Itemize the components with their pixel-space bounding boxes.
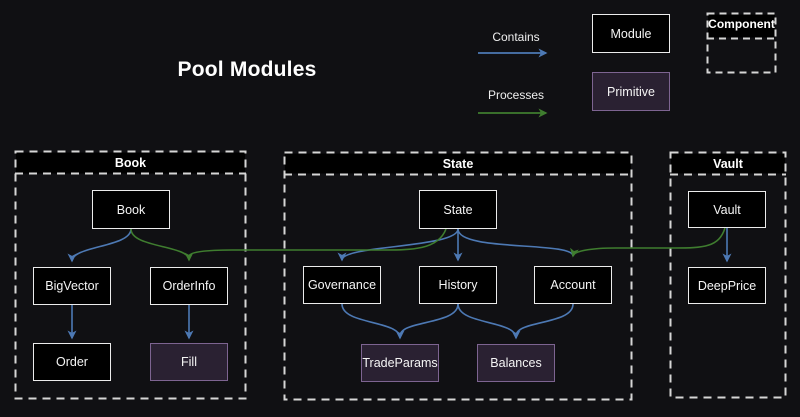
node-orderinfo: OrderInfo [150, 267, 228, 305]
node-vault: Vault [688, 191, 766, 228]
edge-state-account [457, 228, 574, 257]
container-vault-title: Vault [713, 157, 743, 171]
container-state-frame [283, 151, 633, 401]
legend-processes-label: Processes [487, 88, 545, 102]
edge-state-orderinfo [188, 228, 447, 257]
edge-governance-tradeparams [341, 303, 405, 340]
edge-account-balances [515, 303, 574, 337]
legend-contains-label: Contains [492, 30, 540, 44]
edge-state-governance [337, 228, 459, 262]
node-history: History [419, 266, 497, 304]
edge-book-bigvector [67, 228, 132, 263]
edge-history-tradeparams [399, 303, 459, 337]
node-state: State [419, 190, 497, 229]
page-title: Pool Modules [177, 58, 317, 81]
container-book-title: Book [114, 156, 147, 170]
node-balances: Balances [477, 344, 555, 382]
container-vault-frame [669, 151, 787, 399]
legend-component-frame [706, 12, 777, 74]
node-deepprice: DeepPrice [688, 267, 766, 304]
edge-history-balances [457, 303, 521, 340]
container-state-title: State [442, 157, 474, 171]
processes-edges [130, 227, 726, 262]
node-book: Book [92, 190, 170, 229]
legend-primitive-box: Primitive [592, 72, 670, 111]
node-bigvector: BigVector [33, 267, 111, 305]
contains-edges [67, 228, 732, 340]
edge-vault-account [570, 227, 726, 258]
node-tradeparams: TradeParams [361, 344, 439, 382]
node-account: Account [534, 266, 612, 304]
node-fill: Fill [150, 343, 228, 381]
node-order: Order [33, 343, 111, 381]
node-governance: Governance [303, 266, 381, 304]
edge-book-orderinfo [130, 228, 194, 262]
container-book-frame [14, 150, 247, 400]
legend-component-label: Component [708, 17, 775, 31]
legend-module-box: Module [592, 14, 670, 53]
